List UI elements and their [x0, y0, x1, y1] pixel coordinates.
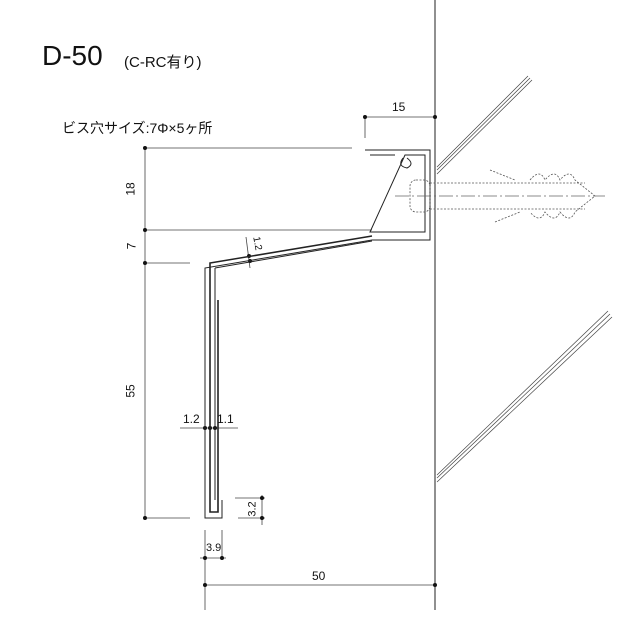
dim-total-width: 50	[312, 569, 326, 583]
page-title: D-50	[42, 40, 103, 71]
surface-hatch-top	[436, 75, 533, 175]
dim-hook-height: 3.2	[246, 501, 259, 517]
dim-top-width: 15	[392, 100, 406, 114]
dim-height-main: 55	[123, 384, 138, 398]
dimension-lines	[144, 116, 435, 610]
dimension-dots	[143, 115, 437, 587]
dim-left-thickness: 1.2	[183, 412, 200, 426]
dim-slope-thickness: 1.2	[250, 235, 264, 252]
dim-right-thickness: 1.1	[217, 412, 234, 426]
surface-hatch-bottom	[436, 310, 613, 483]
page-subtitle: (C-RC有り)	[124, 54, 202, 71]
dim-hook-width: 3.9	[206, 542, 222, 554]
dim-height-gap: 7	[124, 242, 139, 250]
dim-height-top: 18	[123, 182, 138, 196]
aluminium-profile	[204, 149, 431, 519]
screw-hole-note: ビス穴サイズ:7Φ×5ヶ所	[62, 120, 213, 136]
anchor-plug	[409, 169, 596, 223]
